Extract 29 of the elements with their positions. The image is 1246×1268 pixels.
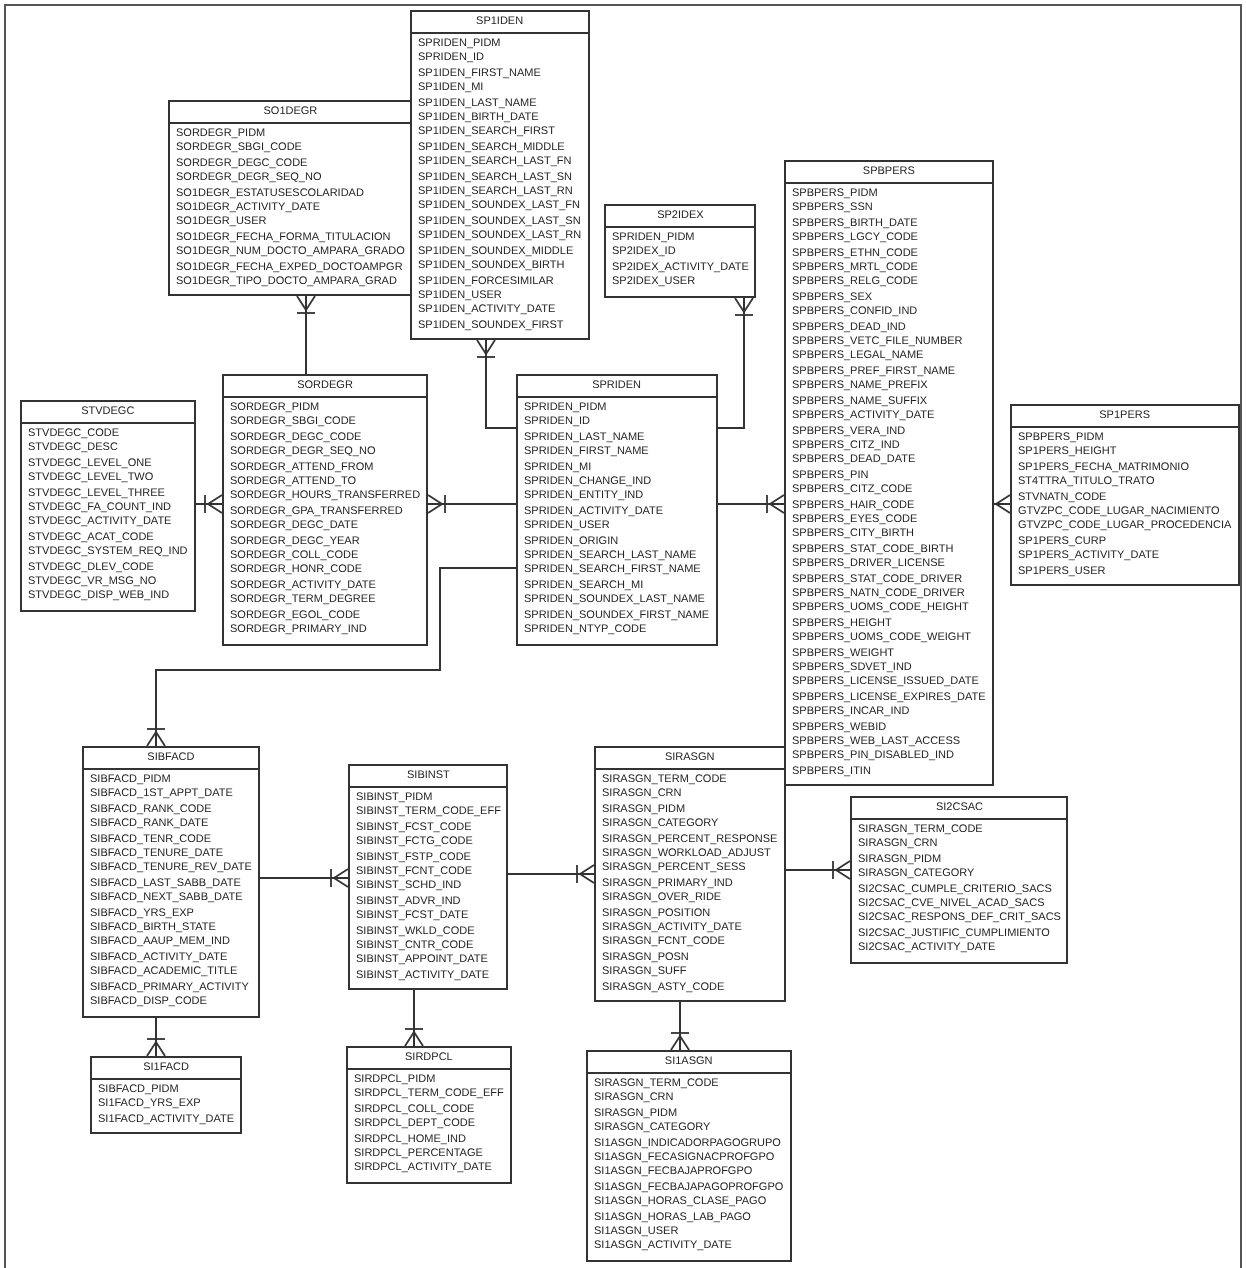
- table-box: [222, 374, 429, 645]
- table-box: [90, 1056, 243, 1135]
- table-box: [594, 746, 786, 1003]
- table-box: [604, 204, 757, 298]
- relationship-line: [670, 1001, 690, 1051]
- relationship-line: [476, 339, 517, 429]
- table-box: [850, 796, 1069, 964]
- relationship-line: [296, 295, 316, 375]
- relationship-line: [507, 864, 595, 884]
- table-box: [348, 764, 509, 991]
- table-box: [516, 374, 718, 645]
- table-box: [168, 100, 413, 297]
- table-box: [20, 400, 196, 612]
- relationship-line: [427, 494, 517, 514]
- table-box: [1010, 404, 1240, 587]
- table-box: [346, 1046, 512, 1184]
- relationship-line: [195, 494, 223, 514]
- relationship-line: [992, 494, 1011, 514]
- relationship-line: [146, 1017, 166, 1057]
- relationship-line: [785, 860, 851, 880]
- relationship-line: [404, 989, 424, 1047]
- relationship-line: [146, 567, 517, 747]
- table-box: [784, 160, 994, 787]
- relationship-line: [717, 297, 754, 429]
- table-box: [410, 10, 590, 341]
- table-box: [82, 746, 260, 1017]
- relationship-line: [259, 868, 349, 888]
- relationship-line: [717, 494, 785, 514]
- table-box: [586, 1050, 792, 1262]
